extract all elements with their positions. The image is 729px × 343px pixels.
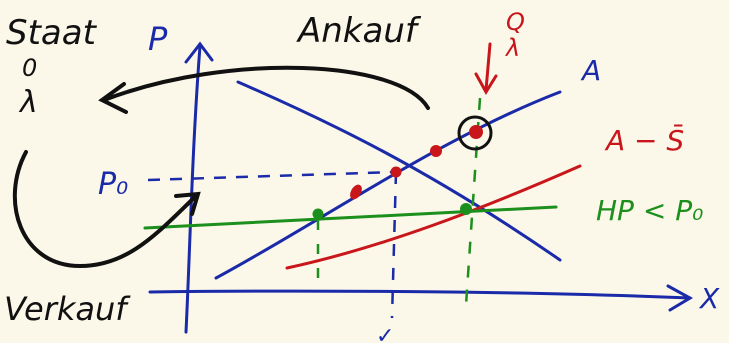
x-axis-label: X xyxy=(698,282,720,315)
demand-curve xyxy=(236,80,562,262)
staat-to-verkauf-arrow xyxy=(12,150,198,269)
p0-dashed-line xyxy=(147,170,396,182)
staat-lambda: λ xyxy=(18,85,38,120)
points xyxy=(312,115,493,220)
ankauf-to-staat-arrow xyxy=(102,65,430,110)
point-red-1 xyxy=(350,184,362,200)
bottom-tick: ✓ xyxy=(376,324,394,343)
point-red-purchase xyxy=(469,125,483,139)
point-equilibrium xyxy=(390,166,402,178)
supply-curve-a xyxy=(214,90,562,280)
y-axis xyxy=(184,44,202,334)
p-axis-label: P xyxy=(148,20,168,58)
q-label: Q xyxy=(506,8,525,36)
staat-zero: 0 xyxy=(22,54,37,82)
red-down-arrow xyxy=(484,42,492,92)
x-axis-arrowhead xyxy=(666,284,694,312)
curve-a-minus-s xyxy=(285,164,582,270)
p0-label: P₀ xyxy=(98,167,128,202)
support-price-line xyxy=(143,205,558,230)
ankauf-label: Ankauf xyxy=(296,11,422,51)
lambda-red-label: λ xyxy=(504,34,520,62)
staat-to-verkauf-arrowhead xyxy=(174,191,201,216)
support-price-label: HP < P₀ xyxy=(596,194,703,227)
purchase-circle xyxy=(457,115,493,151)
curve-a-minus-s-label: A − S̄̄ xyxy=(604,123,684,157)
point-green-right xyxy=(460,203,472,215)
verkauf-label: Verkauf xyxy=(4,290,131,328)
point-red-2 xyxy=(430,145,442,157)
x-axis xyxy=(148,289,692,300)
staat-label: Staat xyxy=(6,13,98,53)
red-down-arrowhead xyxy=(474,72,498,95)
y-axis-arrowhead xyxy=(184,41,214,64)
ankauf-to-staat-arrowhead xyxy=(98,82,128,114)
supply-curve-a-label: A xyxy=(580,54,601,87)
point-green-left xyxy=(312,208,324,220)
axes xyxy=(148,41,694,334)
equilibrium-dashed-drop xyxy=(390,171,398,319)
